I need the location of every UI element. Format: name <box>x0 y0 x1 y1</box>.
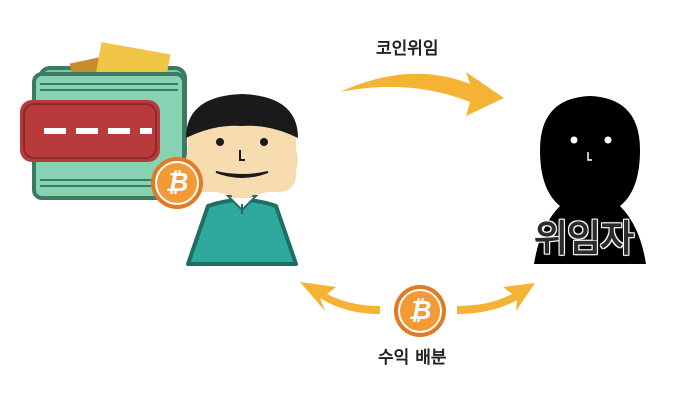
bitcoin-coin-icon <box>394 285 446 337</box>
delegatee-label: 위임자 <box>534 217 634 260</box>
person-icon <box>186 94 298 266</box>
wallet-icon <box>20 42 187 200</box>
profit-arrow-right-icon <box>457 283 535 314</box>
delegate-arrow-icon <box>340 72 504 116</box>
delegate-label: 코인위임 <box>376 39 439 59</box>
profit-arrow-left-icon <box>300 282 380 314</box>
bitcoin-coin-icon <box>151 157 203 209</box>
silhouette-icon <box>534 96 646 264</box>
profit-share-label: 수익 배분 <box>378 348 447 368</box>
